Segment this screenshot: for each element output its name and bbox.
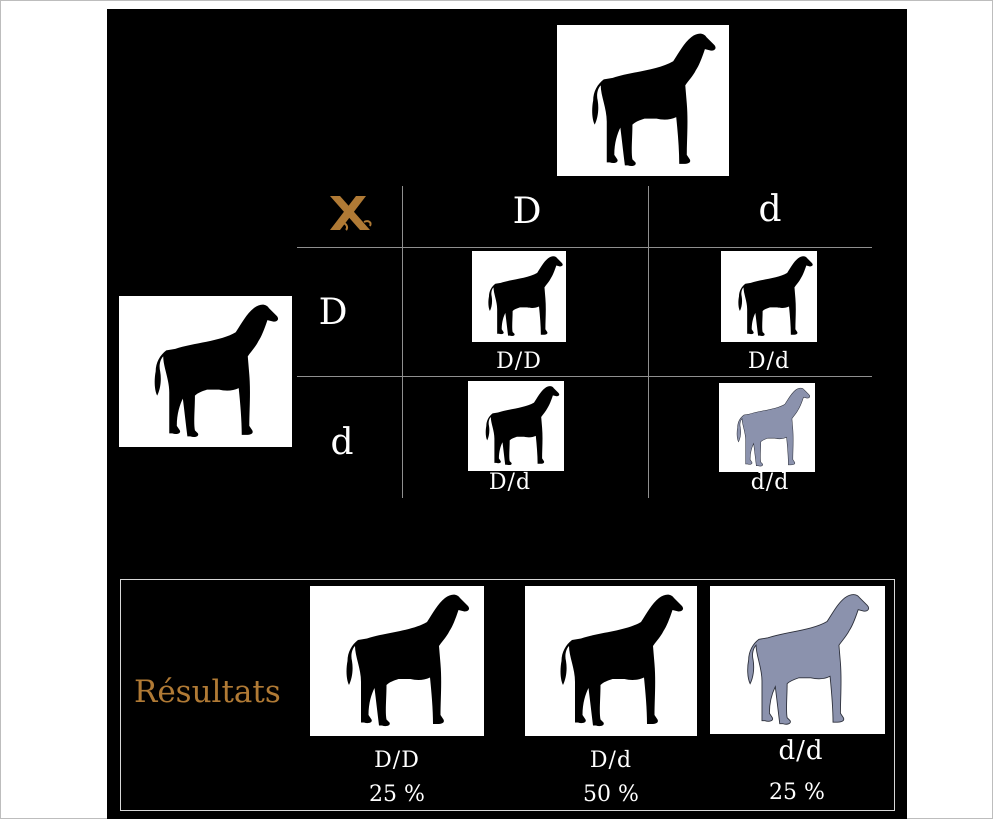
row-allele-d: d (312, 422, 372, 463)
dog-black-icon (557, 25, 729, 176)
dog-black-icon (468, 381, 564, 471)
cross-symbol (324, 192, 378, 234)
punnett-diagram: D d D d D/D D/d D/d d/d Résultats D/D 25… (107, 9, 907, 819)
results-box: Résultats D/D 25 % D/d 50 % d/d 25 % (120, 579, 895, 811)
dog-black-icon (721, 251, 817, 342)
result-dd-genotype: d/d (761, 736, 841, 766)
dog-black-icon (119, 296, 292, 447)
parent-top-card (557, 25, 729, 176)
result-dd-percent: 25 % (757, 780, 837, 805)
results-label: Résultats (134, 674, 281, 710)
column-allele-d: d (740, 189, 800, 230)
result-Dd-percent: 50 % (571, 782, 651, 807)
dog-blue-icon (719, 383, 815, 472)
result-Dd-card (525, 586, 697, 736)
result-DD-card (310, 586, 484, 736)
dog-blue-icon (710, 586, 885, 734)
result-dd-card (710, 586, 885, 734)
cell-dd-genotype: d/d (730, 470, 810, 495)
cell-Dd-genotype-1: D/d (729, 349, 809, 374)
parent-left-card (119, 296, 292, 447)
cell-DD-card (472, 251, 566, 342)
grid-hline-1 (297, 247, 872, 248)
cell-dd-card (719, 383, 815, 472)
dog-black-icon (525, 586, 697, 736)
result-DD-percent: 25 % (357, 782, 437, 807)
grid-vline-1 (402, 186, 403, 498)
result-DD-genotype: D/D (357, 748, 437, 773)
cell-Dd-genotype-2: D/d (470, 470, 550, 495)
grid-hline-2 (297, 376, 872, 377)
row-allele-D: D (303, 292, 363, 333)
result-Dd-genotype: D/d (571, 748, 651, 773)
grid-vline-2 (648, 186, 649, 498)
column-allele-D: D (497, 191, 557, 232)
cell-Dd-card-1 (721, 251, 817, 342)
cell-DD-genotype: D/D (479, 349, 559, 374)
dog-black-icon (472, 251, 566, 342)
dog-black-icon (310, 586, 484, 736)
cell-Dd-card-2 (468, 381, 564, 471)
